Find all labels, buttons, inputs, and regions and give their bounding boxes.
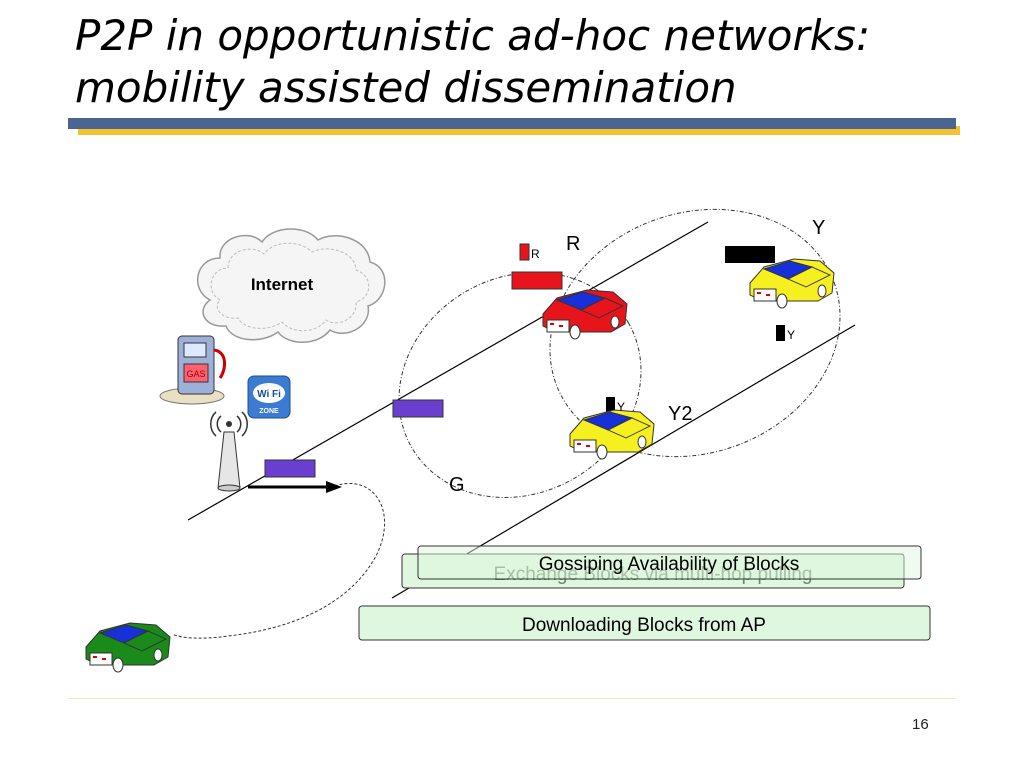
- label-y-small: Y: [787, 328, 795, 342]
- block-ap: [264, 459, 316, 478]
- label-g: G: [449, 474, 465, 496]
- internet-label: Internet: [251, 275, 314, 294]
- block-y2-small: [606, 397, 615, 413]
- internet-cloud: Internet: [196, 228, 386, 343]
- footer-divider: [68, 698, 956, 699]
- yellow-car-top: [749, 258, 835, 309]
- title-underline-gold: [78, 126, 960, 135]
- slide-title: P2P in opportunistic ad-hoc networks: mo…: [75, 10, 870, 114]
- green-car-path: [171, 483, 386, 639]
- label-y-big: Y: [812, 217, 825, 239]
- green-car: [85, 622, 171, 673]
- label-r-small: R: [531, 247, 540, 261]
- wifi-label: Wi Fi: [257, 389, 281, 400]
- label-r-big: R: [566, 233, 580, 255]
- block-y-small: [776, 325, 785, 341]
- title-line-2: mobility assisted dissemination: [75, 63, 737, 112]
- title-line-1: P2P in opportunistic ad-hoc networks:: [75, 11, 871, 60]
- range-circle-red: [398, 272, 642, 498]
- legend-gossip-text: Gossiping Availability of Blocks: [539, 554, 800, 575]
- block-y-large: [725, 246, 775, 263]
- range-circle-yellow: [549, 208, 841, 458]
- title-underline-blue: [68, 118, 956, 129]
- access-point-icon: [210, 411, 248, 492]
- page-number: 16: [912, 716, 929, 733]
- block-r-small: [519, 243, 530, 261]
- legend-download-text: Downloading Blocks from AP: [522, 615, 766, 636]
- block-g: [392, 399, 444, 418]
- wifi-zone-label: ZONE: [259, 408, 279, 415]
- gas-label: GAS: [186, 369, 205, 379]
- gas-station-icon: GAS: [159, 335, 226, 405]
- legend-download-box: [358, 605, 931, 641]
- legend-gossip-box: [417, 545, 922, 580]
- red-car: [542, 289, 628, 340]
- label-y2: Y2: [668, 403, 692, 425]
- legend: Exchange Blocks via multi-hop pulling Go…: [358, 545, 931, 641]
- label-y2-small: Y: [617, 400, 625, 414]
- download-arrow: [326, 481, 342, 493]
- block-r-large: [511, 271, 563, 290]
- yellow-car-mid: [569, 409, 655, 460]
- wifi-zone-icon: Wi Fi ZONE: [247, 375, 291, 419]
